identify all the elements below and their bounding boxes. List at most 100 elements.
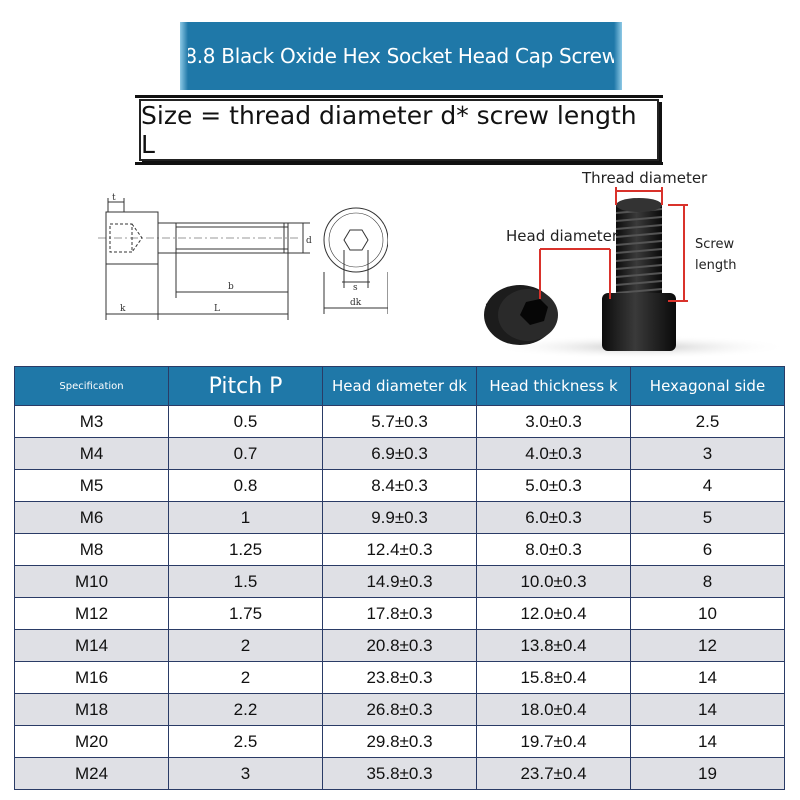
annotation-lines [539, 187, 688, 302]
cell-hex-side: 3 [630, 437, 785, 470]
cell-head-diameter: 6.9±0.3 [322, 437, 477, 470]
cell-head-diameter: 23.8±0.3 [322, 661, 477, 694]
product-photo [484, 187, 790, 359]
cell-pitch: 0.5 [168, 405, 323, 438]
cell-spec: M8 [14, 533, 169, 566]
cell-hex-side: 6 [630, 533, 785, 566]
cell-head-thickness: 8.0±0.3 [476, 533, 631, 566]
head-end-view [323, 207, 388, 273]
dim-label-k: k [120, 304, 126, 314]
cell-head-diameter: 35.8±0.3 [322, 757, 477, 790]
cell-head-diameter: 12.4±0.3 [322, 533, 477, 566]
cell-hex-side: 12 [630, 629, 785, 662]
head-diameter-label: Head diameter [506, 227, 618, 245]
cell-head-diameter: 20.8±0.3 [322, 629, 477, 662]
thread-profile [175, 222, 289, 254]
cell-spec: M10 [14, 565, 169, 598]
header-hexagonal-side: Hexagonal side [630, 366, 785, 406]
cell-spec: M14 [14, 629, 169, 662]
cell-head-thickness: 5.0±0.3 [476, 469, 631, 502]
dim-label-d: d [306, 236, 312, 246]
title-banner: 8.8 Black Oxide Hex Socket Head Cap Scre… [180, 22, 622, 90]
cell-spec: M24 [14, 757, 169, 790]
dim-label-s: s [353, 283, 358, 293]
cell-head-thickness: 6.0±0.3 [476, 501, 631, 534]
cell-pitch: 0.7 [168, 437, 323, 470]
cell-head-diameter: 9.9±0.3 [322, 501, 477, 534]
header-specification: Specification [14, 366, 169, 406]
cell-head-thickness: 4.0±0.3 [476, 437, 631, 470]
header-head-diameter: Head diameter dk [322, 366, 477, 406]
hex-socket [343, 229, 369, 251]
cell-hex-side: 2.5 [630, 405, 785, 438]
cell-hex-side: 14 [630, 725, 785, 758]
cell-head-thickness: 19.7±0.4 [476, 725, 631, 758]
cell-pitch: 1.25 [168, 533, 323, 566]
cell-spec: M6 [14, 501, 169, 534]
screw-label-line2: length [695, 258, 737, 273]
cell-hex-side: 19 [630, 757, 785, 790]
cell-head-diameter: 14.9±0.3 [322, 565, 477, 598]
cell-head-diameter: 5.7±0.3 [322, 405, 477, 438]
cell-head-thickness: 23.7±0.4 [476, 757, 631, 790]
dim-label-t: t [112, 193, 116, 203]
cell-head-thickness: 18.0±0.4 [476, 693, 631, 726]
dim-label-dk: dk [350, 298, 362, 308]
cell-hex-side: 8 [630, 565, 785, 598]
cell-pitch: 2.2 [168, 693, 323, 726]
cell-pitch: 1.75 [168, 597, 323, 630]
screw-label-line1: Screw [695, 237, 735, 252]
cell-hex-side: 4 [630, 469, 785, 502]
spec-table: Specification Pitch P Head diameter dk H… [14, 366, 785, 790]
cell-pitch: 0.8 [168, 469, 323, 502]
dim-label-b: b [228, 282, 234, 292]
spec-table-header-row: Specification Pitch P Head diameter dk H… [14, 366, 785, 406]
cell-spec: M20 [14, 725, 169, 758]
cell-hex-side: 5 [630, 501, 785, 534]
cell-head-thickness: 10.0±0.3 [476, 565, 631, 598]
cell-head-thickness: 15.8±0.4 [476, 661, 631, 694]
dim-label-L: L [214, 304, 220, 314]
cell-pitch: 1.5 [168, 565, 323, 598]
cell-hex-side: 14 [630, 693, 785, 726]
cell-pitch: 2.5 [168, 725, 323, 758]
header-pitch: Pitch P [168, 366, 323, 406]
size-formula-box: Size = thread diameter d* screw length L [135, 95, 663, 165]
thread-diameter-label: Thread diameter [582, 169, 708, 187]
size-formula: Size = thread diameter d* screw length L [141, 101, 637, 159]
lying-screw [484, 285, 558, 345]
cell-spec: M12 [14, 597, 169, 630]
product-title: 8.8 Black Oxide Hex Socket Head Cap Scre… [184, 44, 618, 68]
cell-hex-side: 14 [630, 661, 785, 694]
cell-head-thickness: 13.8±0.4 [476, 629, 631, 662]
cell-spec: M5 [14, 469, 169, 502]
cell-head-thickness: 3.0±0.3 [476, 405, 631, 438]
standing-screw [602, 198, 676, 351]
screw-length-label: Screw length [695, 234, 736, 276]
cell-pitch: 3 [168, 757, 323, 790]
cell-spec: M16 [14, 661, 169, 694]
cell-head-thickness: 12.0±0.4 [476, 597, 631, 630]
technical-drawing: t d b k L s dk [98, 193, 388, 320]
cell-hex-side: 10 [630, 597, 785, 630]
cell-spec: M4 [14, 437, 169, 470]
header-head-thickness: Head thickness k [476, 366, 631, 406]
cell-head-diameter: 29.8±0.3 [322, 725, 477, 758]
cell-spec: M3 [14, 405, 169, 438]
cell-head-diameter: 26.8±0.3 [322, 693, 477, 726]
cell-pitch: 2 [168, 629, 323, 662]
cell-head-diameter: 8.4±0.3 [322, 469, 477, 502]
